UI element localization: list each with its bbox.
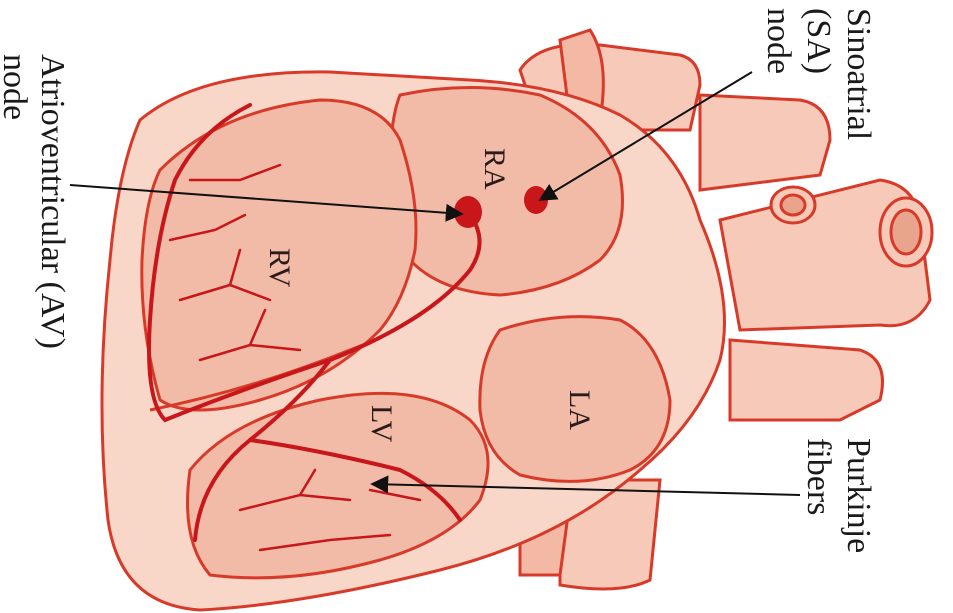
purkinje-label-line1: Purkinje	[840, 438, 877, 553]
sa-node-label-line1: Sinoatrial	[840, 8, 877, 140]
chamber-label-lv: LV	[365, 405, 398, 443]
sa-node	[524, 186, 548, 214]
purkinje-label-line2: fibers	[800, 438, 837, 515]
av-node	[454, 196, 482, 228]
av-node-label-line1: Atrioventricular (AV)	[34, 54, 71, 349]
av-node-label: Atrioventricular (AV) node	[0, 54, 71, 349]
chamber-label-ra: RA	[478, 148, 511, 190]
purkinje-label: Purkinje fibers	[800, 438, 877, 553]
av-node-label-line2: node	[0, 54, 33, 120]
chamber-label-rv: RV	[263, 248, 296, 288]
sa-node-label-line3: node	[760, 8, 797, 74]
sa-node-label-line2: (SA)	[800, 8, 837, 74]
chamber-label-la: LA	[563, 390, 596, 430]
